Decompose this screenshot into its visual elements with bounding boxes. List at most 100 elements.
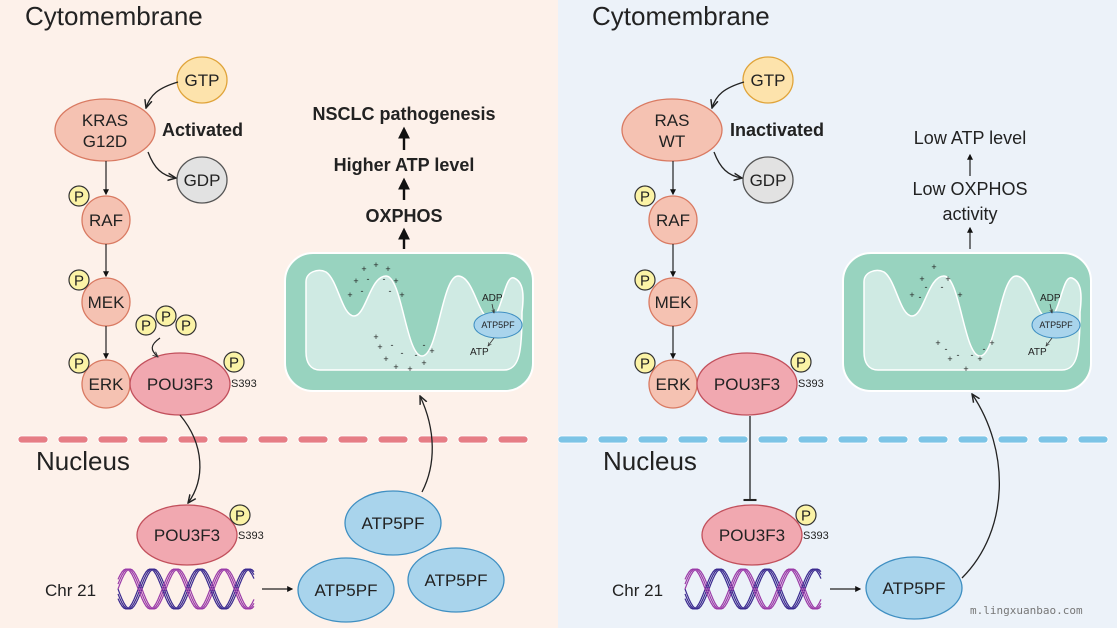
phosphate-circle [68,185,90,207]
atp5pf-label-left-c: ATP5PF [425,571,488,590]
phosphate-circle [229,504,251,526]
mitochondrion-right [842,252,1092,392]
charge-mark: + [407,364,412,374]
charge-mark: + [353,276,358,286]
pou3f3-nuclear-translocation-arrow [179,414,201,503]
charge-mark: + [963,364,968,374]
phosphate-label: P [235,508,245,525]
atp5pf-mito-label-left: ATP5PF [481,320,515,330]
atp5pf-to-mito-arrow-left [420,396,433,493]
charge-mark: + [935,338,940,348]
charge-mark: - [361,286,364,296]
phosphate-circle [68,352,90,374]
charge-mark: + [385,264,390,274]
cytomembrane-label-right: Cytomembrane [592,1,770,31]
charge-mark: + [347,290,352,300]
phosphate-label: P [801,508,811,525]
membrane-dash [837,435,869,444]
atp-arrow-right [1046,337,1053,346]
atp5pf-node-right [865,556,963,620]
gdp-label-right: GDP [750,171,787,190]
membrane-dash [497,435,529,444]
cytomembrane-label-left: Cytomembrane [25,1,203,31]
membrane-dash [917,435,949,444]
charge-mark: - [423,340,426,350]
charge-mark: - [383,274,386,284]
pou3f3-cyto-label-left: POU3F3 [147,375,213,394]
phosphate-circle [68,269,90,291]
charge-mark: - [925,282,928,292]
raf-label-right: RAF [656,211,690,230]
charge-mark: + [919,274,924,284]
chr21-label-left: Chr 21 [45,581,96,600]
phosphate-circle [634,352,656,374]
s393-cyto-label-right: S393 [798,378,824,390]
membrane-dash [177,435,209,444]
membrane-dash [957,435,989,444]
membrane-dash [337,435,369,444]
charge-mark: + [361,264,366,274]
mitochondrion-left [284,252,534,392]
phosphate-label: P [181,318,191,335]
phosphate-label: P [229,355,239,372]
phosphate-circle [634,185,656,207]
charge-mark: + [945,274,950,284]
erk-label-right: ERK [656,375,692,394]
charge-mark: - [945,344,948,354]
membrane-dash [597,435,629,444]
membrane-dash [297,435,329,444]
charge-mark: - [941,282,944,292]
pou3f3-cyto-label-right: POU3F3 [714,375,780,394]
charge-mark: + [399,290,404,300]
atp5pf-node-left-c [407,547,505,613]
nucleus-label-left: Nucleus [36,446,130,476]
phosphate-label: P [74,356,84,373]
membrane-dash [1037,435,1069,444]
membrane-dash [557,435,589,444]
ras-label-line2: WT [659,132,685,151]
dna-strand [684,568,822,610]
pou3f3-nuclear-label-right: POU3F3 [719,526,785,545]
dna-helix-left [117,568,255,610]
charge-mark: + [393,362,398,372]
phosphate-circle [223,351,245,373]
membrane-dash [457,435,489,444]
atp-label-right: ATP [1028,347,1047,358]
watermark: m.lingxuanbao.com [970,604,1083,617]
phosphate-label: P [141,318,151,335]
gdp-label-left: GDP [184,171,221,190]
charge-mark: + [977,354,982,364]
phosphate-circle [135,314,157,336]
charge-mark: + [947,354,952,364]
membrane-dash [257,435,289,444]
dna-strand [684,568,822,610]
membrane-dash [797,435,829,444]
atp-arrow-left [488,337,495,346]
dna-strand [117,568,255,610]
ppp-to-pou3f3-arrow [151,337,161,357]
adp-label-right: ADP [1040,293,1061,304]
membrane-dash [877,435,909,444]
atp5pf-label-left-a: ATP5PF [362,514,425,533]
membrane-dash [97,435,129,444]
charge-mark: - [415,350,418,360]
atp5pf-label-left-b: ATP5PF [315,581,378,600]
cristae-charges-right: +++++---+++++---- [909,262,994,374]
charge-mark: + [377,342,382,352]
pou3f3-nuclear-node-left [136,504,238,566]
charge-mark: - [389,286,392,296]
charge-mark: - [971,350,974,360]
gtp-label-left: GTP [185,71,220,90]
charge-mark: + [373,332,378,342]
adp-arrow-right [1050,303,1052,313]
phosphate-label: P [640,189,650,206]
pou3f3-cyto-node-right [696,352,798,416]
pou3f3-nuclear-label-left: POU3F3 [154,526,220,545]
charge-mark: + [373,260,378,270]
oxphos-label: OXPHOS [365,206,442,226]
low-oxphos-label-line1: Low OXPHOS [912,179,1027,199]
charge-mark: + [393,276,398,286]
